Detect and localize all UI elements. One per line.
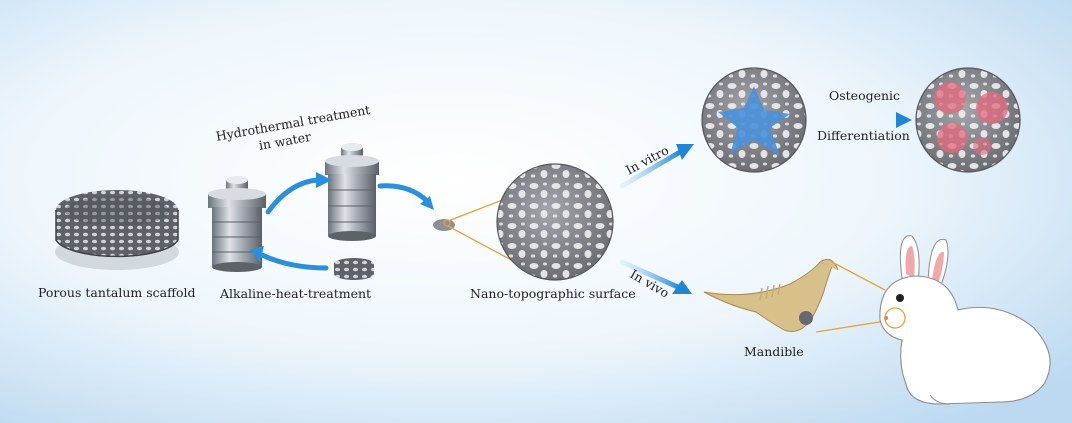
arrow-to-nano [377, 183, 431, 205]
nano-label: Nano-topographic surface [470, 286, 636, 301]
mandible-label: Mandible [744, 344, 804, 359]
arrow-to-hydrothermal [265, 177, 321, 215]
rabbit [879, 235, 1051, 405]
small-scaffold [334, 258, 374, 280]
mineralized-disc [915, 67, 1021, 173]
arrow-in-vitro [619, 149, 683, 189]
leader-line-top [447, 196, 511, 222]
rabbit-leader-bottom [815, 319, 893, 333]
cell-shape [718, 86, 790, 156]
right-reactor [325, 143, 379, 241]
differentiation-label: Differentiation [817, 128, 910, 143]
leader-line-bottom [447, 225, 516, 263]
rabbit-leader-top [831, 261, 886, 291]
cell-disc [701, 67, 807, 173]
implant-site [799, 311, 813, 325]
osteogenic-label: Osteogenic [829, 88, 901, 103]
arrow-alkaline [259, 252, 329, 271]
alkaline-label: Alkaline-heat-treatment [220, 286, 372, 301]
mandible-shape [703, 258, 839, 332]
scaffold-label: Porous tantalum scaffold [38, 285, 196, 300]
arrow-in-vivo [619, 259, 683, 291]
left-reactor [208, 176, 266, 272]
